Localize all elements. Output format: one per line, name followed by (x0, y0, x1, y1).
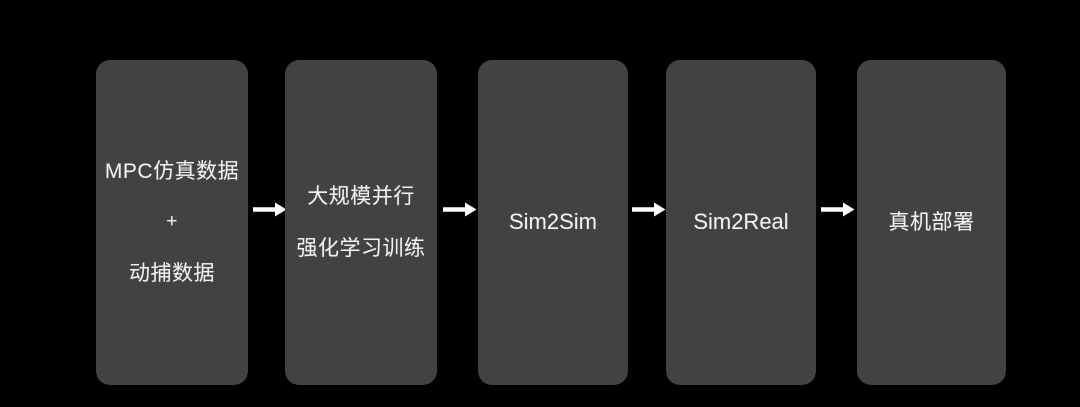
flow-stage-label-line: MPC仿真数据 (104, 159, 240, 183)
flow-stage-sim2sim[interactable]: Sim2Sim (478, 60, 628, 385)
flow-stage-label-line: Sim2Sim (508, 209, 597, 235)
arrow-right-icon (253, 201, 287, 218)
plus-symbol: + (166, 211, 178, 233)
flow-stage-label-line: 大规模并行 (307, 185, 415, 209)
flow-stage-sim2real[interactable]: Sim2Real (666, 60, 816, 385)
arrow-right-icon (821, 201, 855, 218)
flow-stage-data-sources[interactable]: MPC仿真数据 + 动捕数据 (96, 60, 248, 385)
arrow-right-icon (443, 201, 477, 218)
flow-stage-large-scale-parallel-rl-training[interactable]: 大规模并行 强化学习训练 (285, 60, 437, 385)
flow-stage-label-line: Sim2Real (693, 209, 789, 235)
arrow-right-icon (632, 201, 666, 218)
flow-stage-label-line: 动捕数据 (129, 261, 215, 285)
flow-stage-label-line: 真机部署 (888, 210, 975, 234)
flow-stage-label-line: 强化学习训练 (296, 236, 426, 260)
flow-stage-real-robot-deployment[interactable]: 真机部署 (857, 60, 1006, 385)
